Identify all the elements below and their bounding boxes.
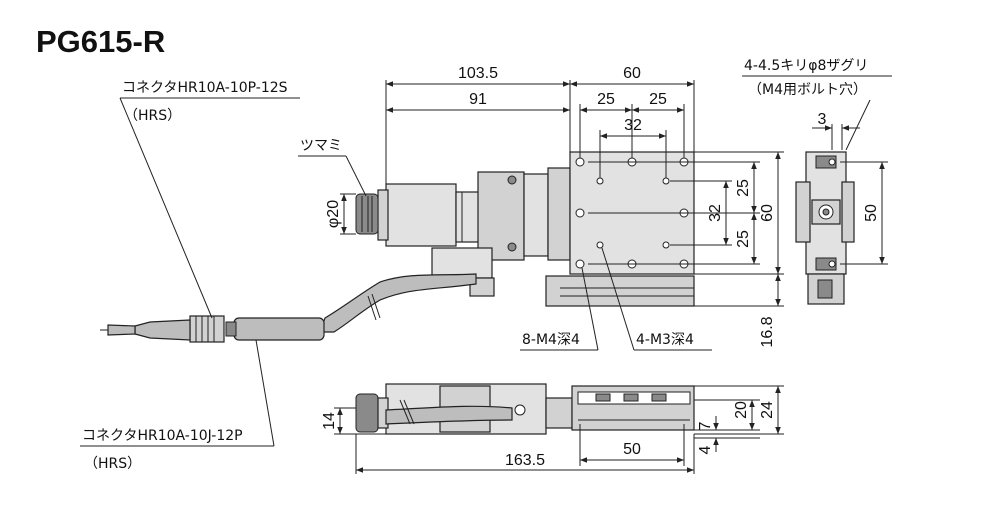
connector-plug [134,319,191,341]
stage-rail [545,275,695,307]
side-view: 3 50 [795,111,888,305]
knob-label: ツマミ [300,138,342,154]
motor-housing [385,183,457,247]
svg-text:32: 32 [624,117,642,134]
svg-text:25: 25 [735,179,752,197]
svg-text:60: 60 [623,65,641,82]
side-holes-note: （M4用ボルト穴） [748,82,867,98]
motor-bracket [477,171,525,261]
svg-text:φ20: φ20 [325,200,342,228]
svg-text:50: 50 [623,441,641,458]
svg-text:25: 25 [597,91,615,108]
leader-labels: コネクタHR10A-10P-12S （HRS） ツマミ 8-M4深4 4-M3深… [80,58,892,472]
svg-text:14: 14 [321,412,338,430]
svg-text:7: 7 [697,421,714,430]
svg-text:16.8: 16.8 [759,316,776,347]
front-view [355,383,695,435]
svg-text:24: 24 [759,401,776,419]
svg-text:50: 50 [863,204,880,222]
svg-text:20: 20 [733,401,750,419]
connector-jack [233,317,325,341]
connector-bottom-maker: （HRS） [84,456,141,472]
connector-top-maker: （HRS） [124,108,181,124]
top-dimensions: 103.5 60 91 25 25 32 25 32 25 60 16.8 [325,65,784,348]
svg-text:25: 25 [735,230,752,248]
svg-text:91: 91 [469,91,487,108]
m3-holes [596,177,670,249]
svg-text:60: 60 [759,204,776,222]
m4-holes [575,157,689,269]
svg-text:32: 32 [707,204,724,222]
m3-holes-label: 4-M3深4 [636,332,694,348]
front-knob [355,393,379,433]
svg-text:163.5: 163.5 [505,452,545,469]
front-dimensions: 14 20 24 7 4 163.5 50 [321,385,784,474]
connector-top-label: コネクタHR10A-10P-12S [122,80,288,96]
svg-text:25: 25 [649,91,667,108]
m4-holes-label: 8-M4深4 [522,332,580,348]
connector-plug-knurl [189,315,225,343]
motor-cable [319,273,477,333]
top-view [100,151,695,343]
knob-shape [355,193,379,235]
connector-bottom-label: コネクタHR10A-10J-12P [82,428,243,444]
svg-text:4: 4 [697,445,714,454]
svg-text:3: 3 [818,111,827,128]
svg-text:103.5: 103.5 [458,65,498,82]
side-holes-label: 4-4.5キリφ8ザグリ [744,58,868,74]
product-title: PG615-R [36,24,165,59]
